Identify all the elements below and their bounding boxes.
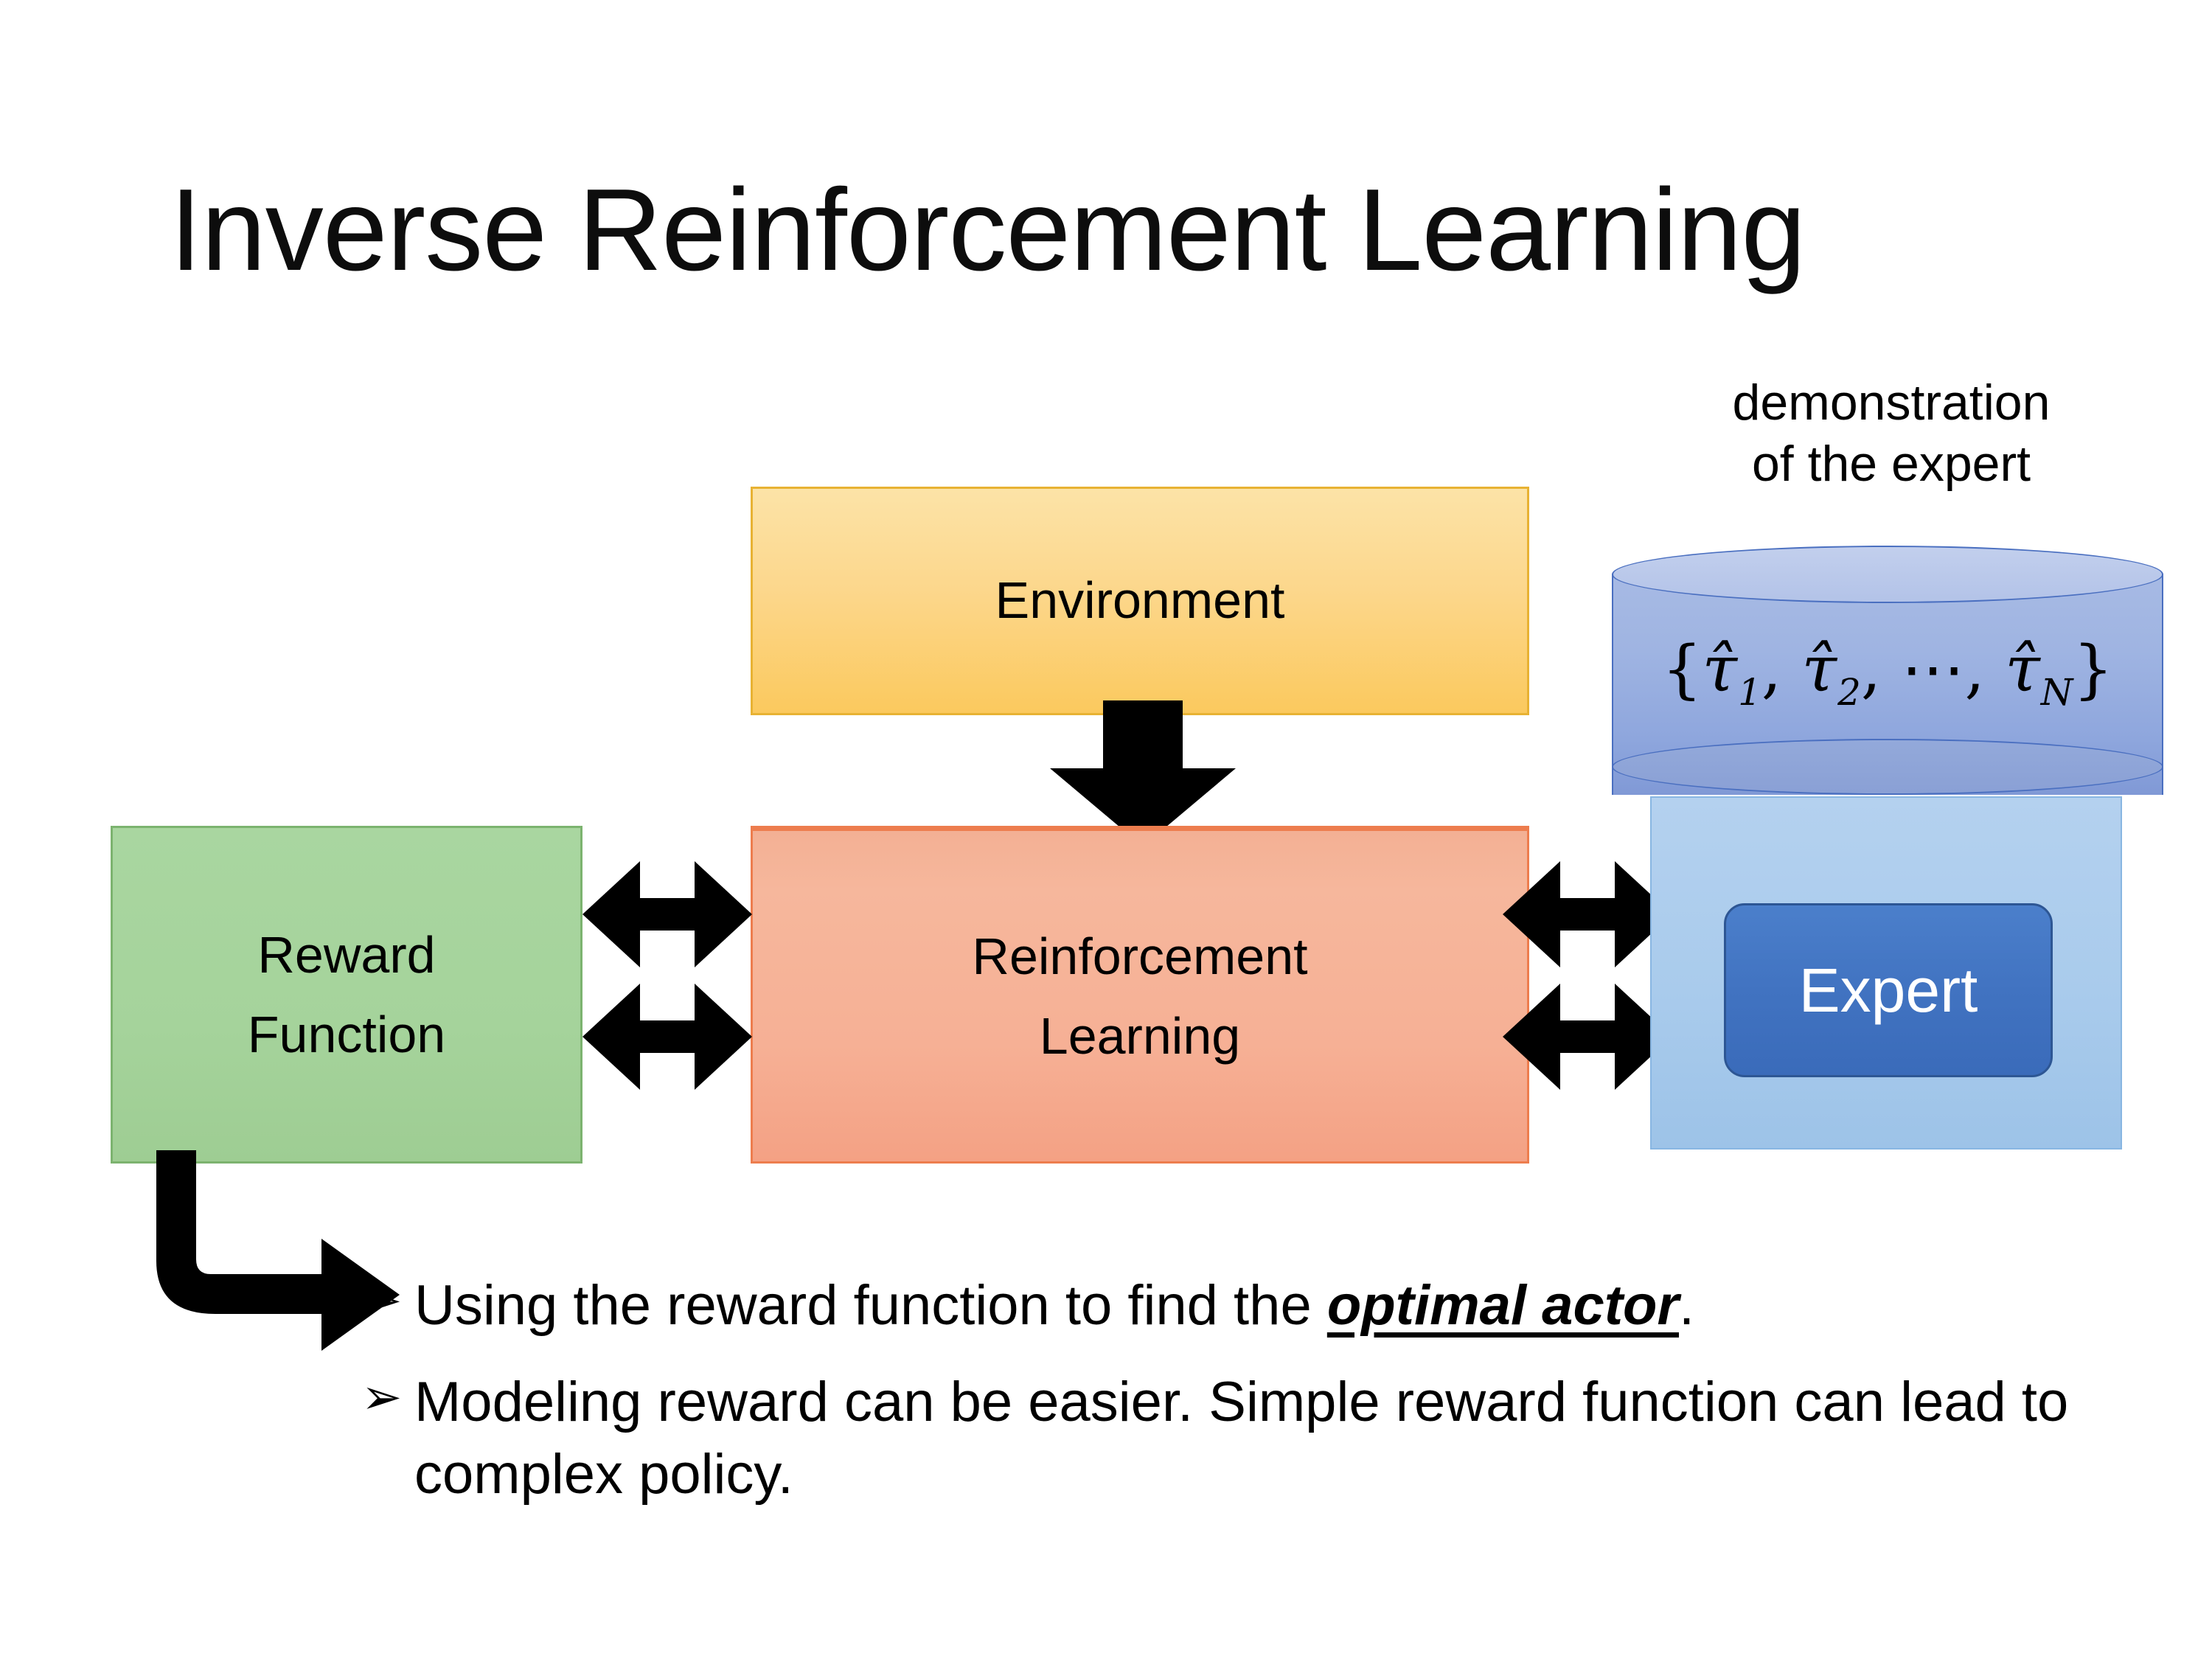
bullet-text-after: . bbox=[1679, 1274, 1695, 1337]
trajectory-set-formula: {τ̂1, τ̂2, ⋯, τ̂N} bbox=[1661, 633, 2114, 714]
bullet-text: Using the reward function to find the op… bbox=[414, 1270, 2160, 1341]
rl-label-line2: Learning bbox=[1039, 1007, 1241, 1065]
reinforcement-learning-box: Reinforcement Learning bbox=[751, 826, 1529, 1164]
demo-caption-line2: of the expert bbox=[1751, 435, 2031, 492]
reward-function-label: Reward Function bbox=[248, 915, 445, 1075]
left-right-double-arrow-icon bbox=[582, 861, 752, 1090]
environment-box: Environment bbox=[751, 487, 1529, 715]
list-item: ➢ Using the reward function to find the … bbox=[361, 1270, 2160, 1341]
reward-label-line2: Function bbox=[247, 1006, 446, 1063]
bullet-emphasis: optimal actor bbox=[1326, 1274, 1680, 1337]
bullet-arrow-icon: ➢ bbox=[361, 1273, 403, 1327]
reward-function-box: Reward Function bbox=[111, 826, 582, 1164]
expert-label: Expert bbox=[1798, 955, 1978, 1025]
bullet-text-before: Using the reward function to find the bbox=[414, 1274, 1327, 1337]
bullet-arrow-icon: ➢ bbox=[361, 1369, 403, 1425]
down-arrow-icon bbox=[1050, 700, 1236, 846]
bent-elbow-arrow-icon bbox=[156, 1150, 400, 1351]
list-item: ➢ Modeling reward can be easier. Simple … bbox=[361, 1366, 2160, 1510]
reinforcement-learning-label: Reinforcement Learning bbox=[972, 917, 1307, 1077]
left-right-double-arrow-icon bbox=[1503, 861, 1672, 1090]
environment-label: Environment bbox=[995, 571, 1285, 630]
demo-caption-line1: demonstration bbox=[1732, 375, 2051, 431]
rl-label-line1: Reinforcement bbox=[972, 927, 1308, 985]
page-title: Inverse Reinforcement Learning bbox=[170, 165, 1806, 295]
reward-label-line1: Reward bbox=[257, 925, 436, 984]
bullet-text: Modeling reward can be easier. Simple re… bbox=[414, 1371, 2069, 1506]
cylinder-bottom-ellipse bbox=[1612, 739, 2163, 795]
demonstration-cylinder: {τ̂1, τ̂2, ⋯, τ̂N} bbox=[1612, 546, 2163, 822]
expert-box: Expert bbox=[1724, 903, 2053, 1077]
bullet-list: ➢ Using the reward function to find the … bbox=[361, 1270, 2160, 1535]
demonstration-caption: demonstration of the expert bbox=[1600, 372, 2183, 495]
cylinder-top-ellipse bbox=[1612, 546, 2163, 603]
